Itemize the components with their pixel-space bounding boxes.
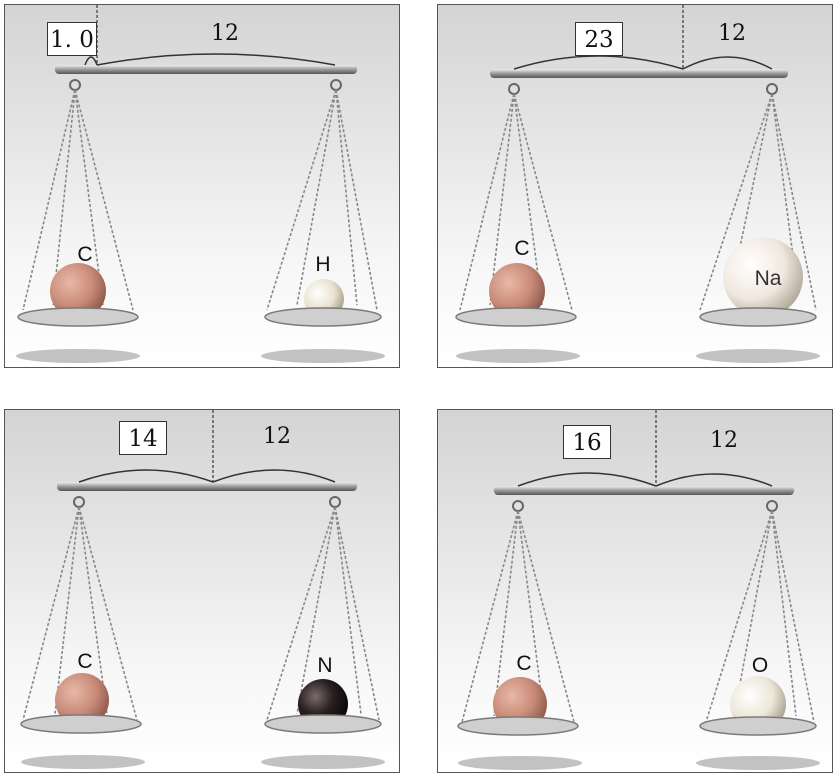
pan-right (699, 307, 817, 327)
right-ball-label: N (317, 654, 333, 677)
hook-right (329, 496, 341, 508)
carbon-label: C (77, 243, 93, 266)
shadow-left (456, 349, 580, 363)
balance-beam (490, 69, 788, 78)
distance-arc-left (517, 472, 657, 487)
pan-left (455, 307, 577, 327)
right-ball-label: Na (754, 267, 782, 290)
shadow-right (696, 349, 820, 363)
distance-arc-right (682, 56, 773, 70)
pan-right (699, 716, 817, 736)
shadow-left (16, 349, 140, 363)
carbon-label: C (516, 652, 532, 675)
chains-left (459, 93, 573, 311)
pan-left (457, 716, 579, 736)
carbon-ball (50, 263, 106, 319)
balance-beam (55, 65, 357, 74)
shadow-right (261, 349, 385, 363)
balance-beam (494, 486, 794, 495)
carbon-ball (55, 673, 109, 727)
chains-left (461, 510, 575, 723)
carbon-label: C (77, 650, 93, 673)
distance-arc-right (655, 473, 773, 487)
compared-mass-box: 1. 0 (47, 22, 97, 56)
balance-scale-o-illustration (457, 410, 820, 770)
balance-scale-h-illustration (16, 5, 385, 363)
shadow-left (21, 755, 145, 769)
pan-left (17, 307, 139, 327)
pan-right (264, 714, 382, 734)
reference-mass-label: 12 (211, 21, 239, 46)
chains-right (705, 510, 815, 723)
reference-mass-label: 12 (263, 424, 291, 449)
pan-left (20, 714, 142, 734)
hook-left (69, 79, 81, 91)
balance-panel-na: 23 12 C Na (437, 4, 833, 368)
hook-right (766, 83, 778, 95)
shadow-right (696, 756, 820, 770)
carbon-ball (489, 263, 545, 319)
hook-right (766, 500, 778, 512)
distance-arc-left (513, 55, 684, 70)
distance-arc-left (84, 56, 98, 66)
shadow-left (458, 756, 582, 770)
right-ball (723, 237, 803, 317)
right-ball-label: H (315, 253, 331, 276)
hook-left (73, 496, 85, 508)
carbon-label: C (514, 237, 530, 260)
reference-mass-label: 12 (718, 21, 746, 46)
compared-mass-box: 16 (563, 425, 611, 459)
distance-arc-right (212, 469, 336, 483)
shadow-right (261, 755, 385, 769)
hook-left (512, 500, 524, 512)
chains-left (22, 89, 134, 311)
balance-panel-n: 14 12 C N (4, 409, 400, 773)
chains-left (22, 506, 138, 721)
hook-left (508, 83, 520, 95)
balance-scale-na-illustration (455, 5, 820, 363)
chains-right (266, 506, 380, 721)
compared-mass-box: 23 (575, 22, 623, 56)
distance-arc-right (96, 53, 336, 66)
pan-right (264, 307, 382, 327)
distance-arc-left (78, 469, 214, 483)
right-ball-label: O (751, 654, 769, 677)
reference-mass-label: 12 (710, 428, 738, 453)
chains-right (266, 89, 378, 311)
balance-panel-h: 1. 0 12 C H (4, 4, 400, 368)
balance-panel-o: 16 12 C O (437, 409, 833, 773)
compared-mass-box: 14 (119, 421, 167, 455)
balance-beam (57, 482, 357, 491)
hook-right (330, 79, 342, 91)
balance-scale-n-illustration (20, 410, 385, 769)
